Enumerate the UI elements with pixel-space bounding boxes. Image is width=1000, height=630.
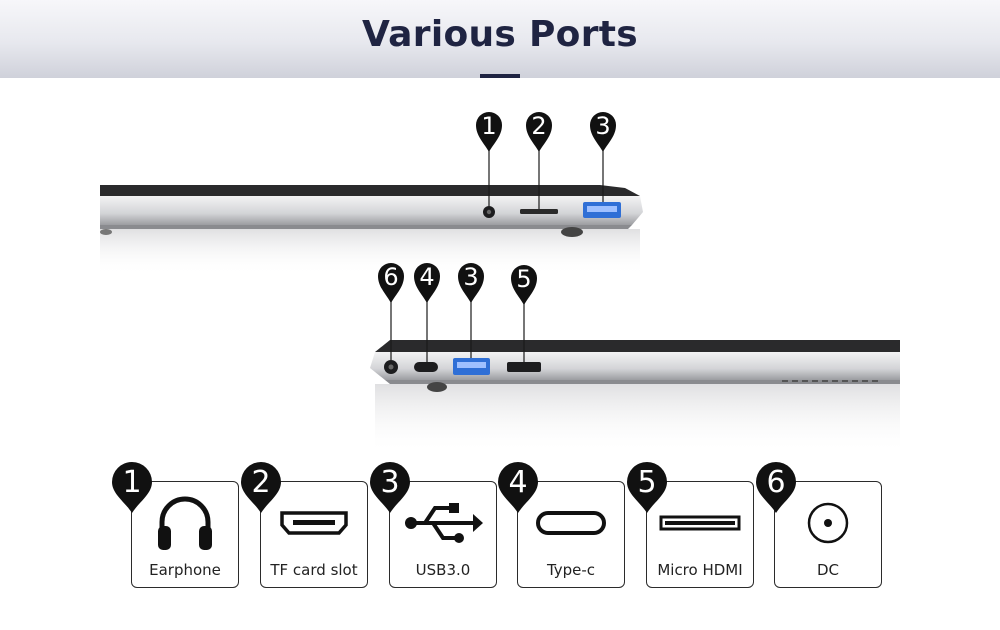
- port-number-badge: 1: [111, 462, 153, 514]
- page-title: Various Ports: [361, 14, 638, 55]
- header-banner: Various Ports: [0, 0, 1000, 78]
- headphones-icon: [132, 490, 238, 556]
- port-label: Earphone: [149, 561, 221, 579]
- port-label: DC: [816, 561, 840, 579]
- laptop-right-side: [100, 185, 643, 275]
- callout-pin: 3: [589, 111, 617, 153]
- port-label: TF card slot: [270, 561, 358, 579]
- port-number-badge: 2: [240, 462, 282, 514]
- port-card-micro-hdmi: Micro HDMI: [646, 481, 754, 588]
- usb-icon: [390, 490, 496, 556]
- port-number-badge: 3: [369, 462, 411, 514]
- callout-pin: 3: [457, 262, 485, 304]
- leader-lines: [390, 145, 604, 362]
- port-number-badge: 4: [497, 462, 539, 514]
- laptop-side-views: [100, 145, 900, 454]
- port-card-usb: USB3.0: [389, 481, 497, 588]
- port-card-tf-card: TF card slot: [260, 481, 368, 588]
- port-label: Type-c: [546, 561, 596, 579]
- port-card-type-c: Type-c: [517, 481, 625, 588]
- callout-pin: 6: [377, 262, 405, 304]
- port-card-earphone: Earphone: [131, 481, 239, 588]
- type-c-icon: [518, 490, 624, 556]
- hdmi-slot-icon: [261, 490, 367, 556]
- port-label: USB3.0: [415, 561, 471, 579]
- port-number-badge: 6: [755, 462, 797, 514]
- callout-pin: 4: [413, 262, 441, 304]
- card-slot-icon: [647, 490, 753, 556]
- port-number-badge: 5: [626, 462, 668, 514]
- callout-pin: 5: [510, 264, 538, 306]
- callout-pin: 1: [475, 111, 503, 153]
- laptop-left-side: [370, 340, 900, 454]
- dc-power-icon: [775, 490, 881, 556]
- port-card-dc: DC: [774, 481, 882, 588]
- title-underline: [480, 74, 520, 78]
- port-label: Micro HDMI: [657, 561, 743, 579]
- callout-pin: 2: [525, 111, 553, 153]
